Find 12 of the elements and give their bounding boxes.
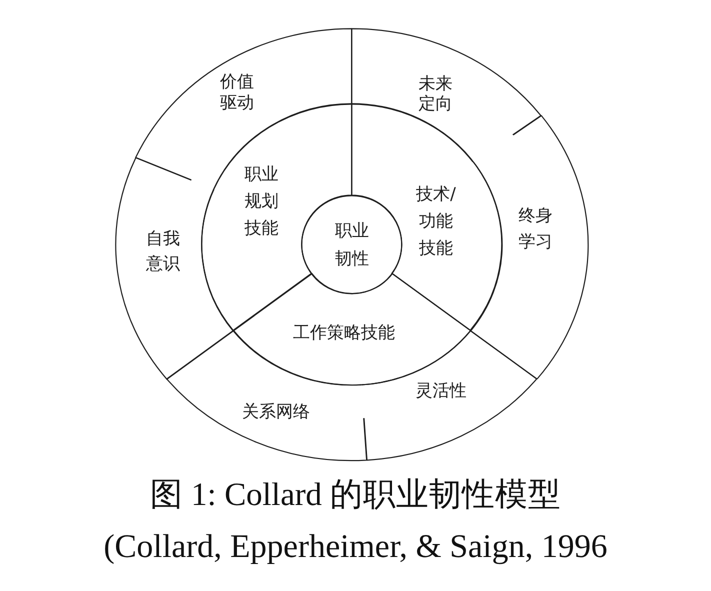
figure-caption: 图 1: Collard 的职业韧性模型 xyxy=(150,477,562,514)
center-label: 职业韧性 xyxy=(334,220,370,271)
segment-label: 工作策略技能 xyxy=(292,322,396,344)
segment-label: 自我意识 xyxy=(144,228,181,276)
segment-label: 终身学习 xyxy=(517,204,554,254)
source-citation: (Collard, Epperheimer, & Saign, 1996 xyxy=(104,529,608,567)
segment-label: 价值驱动 xyxy=(218,72,255,114)
segment-label: 灵活性 xyxy=(414,380,468,402)
segment-label: 关系网络 xyxy=(240,400,311,423)
segment-label: 职业规划技能 xyxy=(243,164,280,241)
segment-label: 未来定向 xyxy=(417,74,454,114)
segment-label: 技术/功能技能 xyxy=(415,183,457,260)
